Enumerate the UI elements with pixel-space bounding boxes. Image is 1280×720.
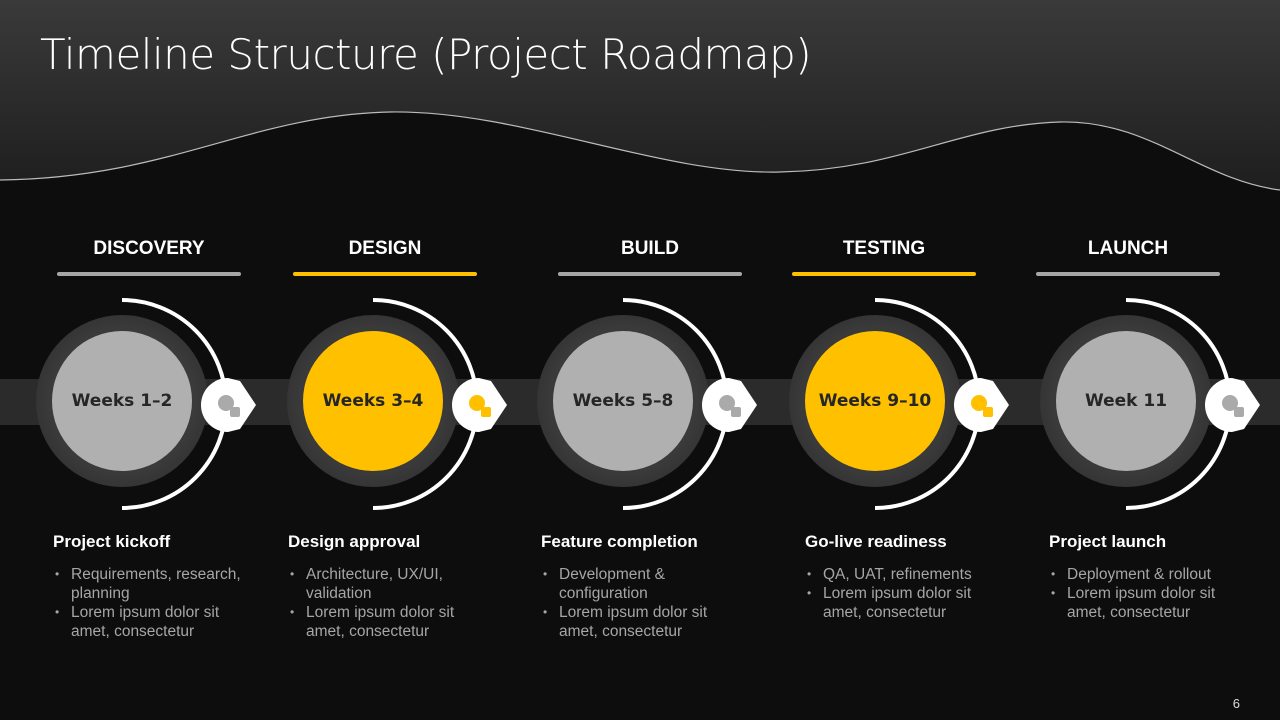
phase-underline — [57, 272, 241, 276]
bullet-item: Requirements, research, planning — [53, 565, 253, 603]
milestone-title: Project kickoff — [53, 532, 171, 551]
phase-label: DISCOVERY — [93, 238, 205, 259]
milestone-title: Feature completion — [541, 532, 698, 551]
period-circle: Weeks 3–4 — [303, 331, 443, 471]
milestone-bullets: Deployment & rolloutLorem ipsum dolor si… — [1049, 565, 1249, 622]
milestone-title: Go-live readiness — [805, 532, 947, 551]
document-check-icon — [954, 378, 1009, 432]
bullet-item: Lorem ipsum dolor sit amet, consectetur — [53, 603, 253, 641]
phase-label: DESIGN — [348, 238, 422, 259]
milestone-title: Design approval — [288, 532, 421, 551]
page-number: 6 — [1232, 696, 1240, 711]
bullet-item: Development & configuration — [541, 565, 741, 603]
phase-underline — [792, 272, 976, 276]
phase-label: BUILD — [620, 238, 680, 259]
search-person-icon — [201, 378, 256, 432]
rocket-icon — [1205, 378, 1260, 432]
period-circle: Weeks 1–2 — [52, 331, 192, 471]
bullet-item: Architecture, UX/UI, validation — [288, 565, 488, 603]
period-circle: Weeks 9–10 — [805, 331, 945, 471]
milestone-bullets: Development & configurationLorem ipsum d… — [541, 565, 741, 641]
bullet-item: Lorem ipsum dolor sit amet, consectetur — [1049, 584, 1249, 622]
period-circle: Weeks 5–8 — [553, 331, 693, 471]
phase-label: LAUNCH — [1087, 238, 1169, 259]
period-circle: Week 11 — [1056, 331, 1196, 471]
bullet-item: Lorem ipsum dolor sit amet, consectetur — [288, 603, 488, 641]
bricks-gear-icon — [702, 378, 757, 432]
phase-underline — [558, 272, 742, 276]
milestone-bullets: Architecture, UX/UI, validationLorem ips… — [288, 565, 488, 641]
milestone-bullets: Requirements, research, planningLorem ip… — [53, 565, 253, 641]
milestone-title: Project launch — [1049, 532, 1167, 551]
phase-underline — [1036, 272, 1220, 276]
bullet-item: Lorem ipsum dolor sit amet, consectetur — [541, 603, 741, 641]
phase-label: TESTING — [842, 238, 926, 259]
milestone-bullets: QA, UAT, refinementsLorem ipsum dolor si… — [805, 565, 1005, 622]
bullet-item: QA, UAT, refinements — [805, 565, 1005, 584]
bullet-item: Lorem ipsum dolor sit amet, consectetur — [805, 584, 1005, 622]
bullet-item: Deployment & rollout — [1049, 565, 1249, 584]
slide-title: Timeline Structure (Project Roadmap) — [40, 30, 812, 79]
phase-underline — [293, 272, 477, 276]
idea-gear-icon — [452, 378, 507, 432]
